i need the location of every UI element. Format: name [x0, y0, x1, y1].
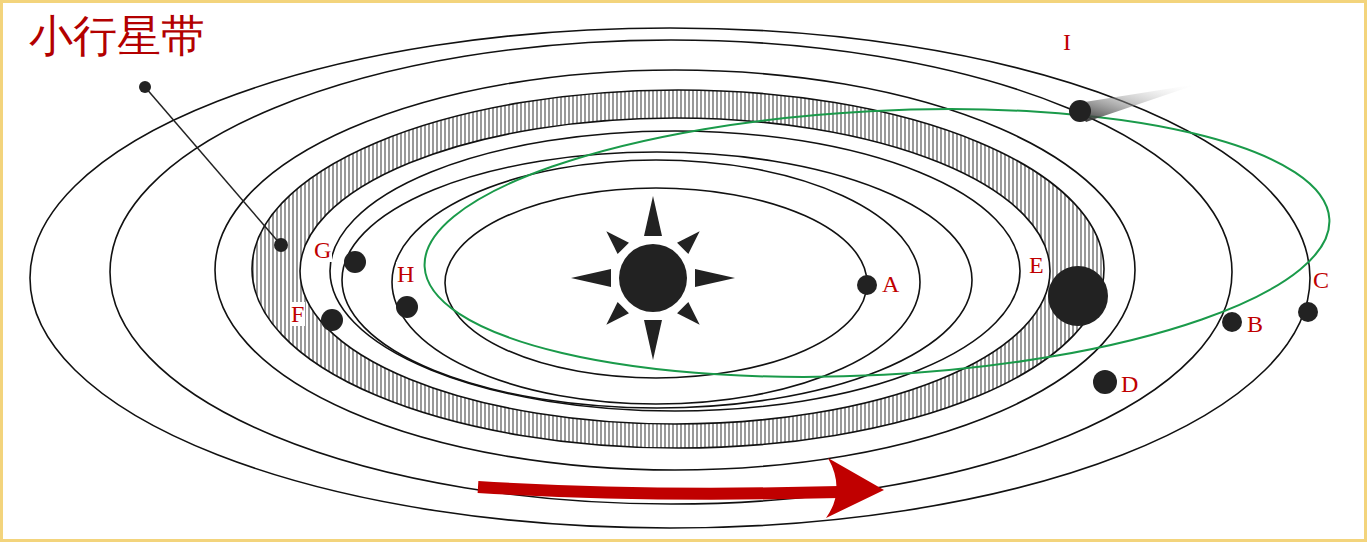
- comet: [1069, 100, 1091, 122]
- planet-label: B: [1246, 312, 1264, 336]
- leader-line: [145, 87, 281, 245]
- inner-orbits: [330, 131, 1020, 411]
- planets: [321, 251, 1318, 394]
- planet-label: D: [1120, 372, 1139, 396]
- planet-label: G: [313, 238, 332, 262]
- sun-ray: [677, 231, 700, 254]
- orbits: [30, 28, 1310, 528]
- sun-ray: [571, 269, 611, 287]
- asteroid-belt: [252, 90, 1104, 448]
- planet-label: F: [290, 302, 305, 326]
- sun-ray: [606, 302, 629, 325]
- leader-dot: [139, 81, 151, 93]
- arrow-head: [826, 458, 884, 518]
- planet-label: A: [881, 272, 900, 296]
- planet-label: H: [396, 262, 415, 286]
- sun-ray: [677, 302, 700, 325]
- leader-dot: [274, 238, 288, 252]
- sun: [571, 196, 735, 360]
- planet-label: E: [1028, 253, 1045, 277]
- planet-label: C: [1312, 268, 1330, 292]
- direction-arrow: [478, 487, 840, 494]
- sun-ray: [644, 196, 662, 236]
- sun-ray: [606, 231, 629, 254]
- sun-ray: [695, 269, 735, 287]
- comet-tail: [1072, 84, 1198, 122]
- comet-label: I: [1062, 30, 1072, 54]
- region-label: 小行星带: [28, 14, 206, 58]
- comet-orbit: [418, 87, 1337, 398]
- sun-ray: [644, 320, 662, 360]
